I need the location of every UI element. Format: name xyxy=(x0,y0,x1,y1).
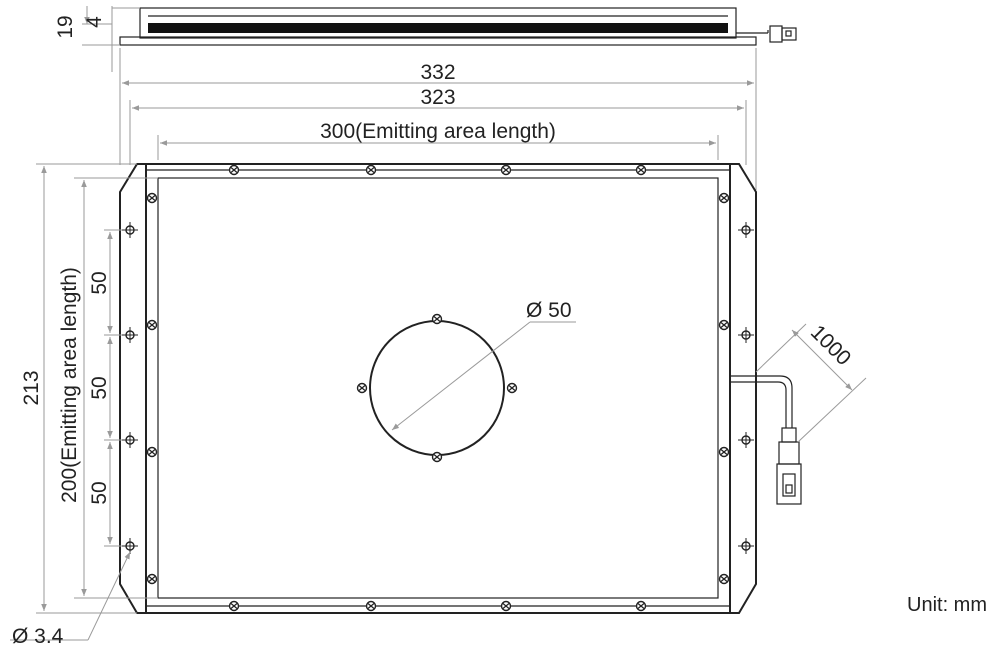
screw-icon xyxy=(718,573,730,585)
mount-hole-icon xyxy=(737,326,755,344)
pitch-label-1: 50 xyxy=(88,271,111,294)
side-thickness-label: 4 xyxy=(83,16,106,28)
side-view-body xyxy=(139,7,737,39)
side-view-diffuser xyxy=(148,23,728,33)
side-view-cable-connector xyxy=(736,25,797,43)
mounting-frame xyxy=(119,163,757,614)
horizontal-dimensions: 332 323 300(Emitting area length) xyxy=(119,48,757,190)
mount-hole-icon xyxy=(737,537,755,555)
pitch-label-2: 50 xyxy=(88,376,111,399)
mount-hole-icon xyxy=(121,431,139,449)
side-view: 19 4 xyxy=(54,6,797,72)
screw-icon xyxy=(500,600,512,612)
overall-height-label: 213 xyxy=(20,370,43,405)
screw-icon xyxy=(146,446,158,458)
screw-icon xyxy=(718,319,730,331)
screw-icon xyxy=(718,446,730,458)
screw-icon xyxy=(718,192,730,204)
screw-icon xyxy=(365,164,377,176)
screw-icon xyxy=(146,319,158,331)
emitting-area xyxy=(157,177,719,599)
screw-icon xyxy=(228,164,240,176)
mount-hole-icon xyxy=(121,537,139,555)
emitting-width-label: 300(Emitting area length) xyxy=(320,120,556,143)
screw-icon xyxy=(431,313,443,325)
center-aperture xyxy=(369,320,505,456)
side-view-base-plate xyxy=(119,36,757,46)
front-view: Ø 50 1000 xyxy=(119,163,867,614)
emitting-height-label: 200(Emitting area length) xyxy=(58,267,81,503)
cable-length-label: 1000 xyxy=(806,321,855,370)
screw-icon xyxy=(500,164,512,176)
mount-hole-icon xyxy=(737,431,755,449)
unit-label: Unit: mm xyxy=(907,594,987,616)
screw-icon xyxy=(146,573,158,585)
screw-icon xyxy=(431,451,443,463)
housing-outline xyxy=(145,163,731,614)
screw-icon xyxy=(506,382,518,394)
side-total-label: 19 xyxy=(54,15,77,38)
screw-icon xyxy=(635,600,647,612)
cable-connector xyxy=(730,375,802,505)
screw-icon xyxy=(365,600,377,612)
screw-icon xyxy=(228,600,240,612)
screw-icon xyxy=(635,164,647,176)
pitch-label-3: 50 xyxy=(88,481,111,504)
aperture-diameter-label: Ø 50 xyxy=(526,299,572,322)
overall-width-label: 332 xyxy=(420,61,455,84)
mount-hole-icon xyxy=(737,221,755,239)
vertical-dimensions: 213 200(Emitting area length) 50 50 50 Ø… xyxy=(10,163,158,648)
inner-width-label: 323 xyxy=(420,86,455,109)
screw-icon xyxy=(356,382,368,394)
mount-hole-icon xyxy=(121,326,139,344)
screw-icon xyxy=(146,192,158,204)
mount-hole-icon xyxy=(121,221,139,239)
mount-hole-label: Ø 3.4 xyxy=(12,625,64,648)
